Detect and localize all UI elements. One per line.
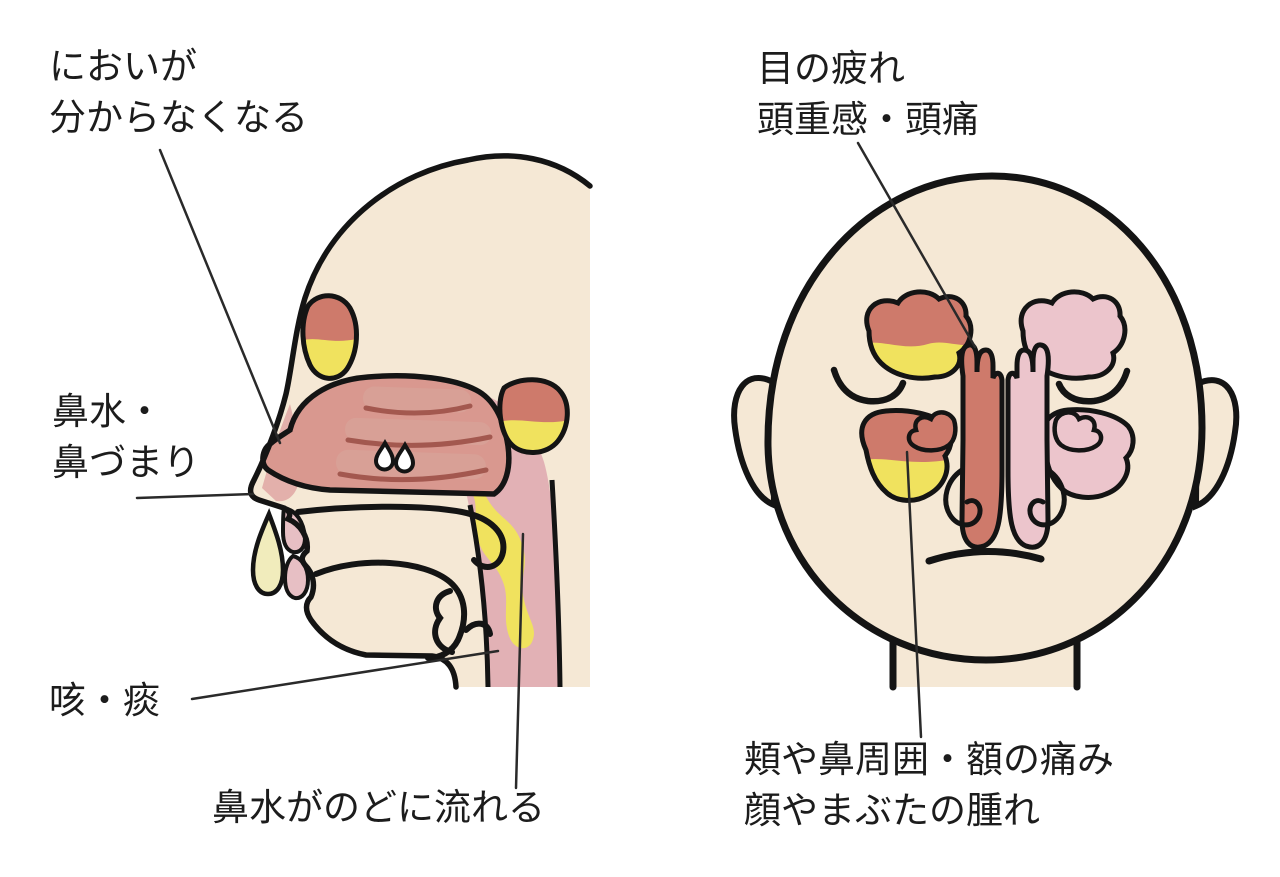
turbinates — [336, 386, 493, 483]
spiral-turbinate-left — [943, 467, 983, 528]
lips — [280, 505, 311, 601]
mouth — [925, 547, 1045, 565]
leader-lines — [135, 141, 977, 790]
leader-line-runny-nose — [135, 492, 255, 500]
palate-line — [295, 503, 507, 570]
leader-line-smell-loss — [158, 148, 282, 445]
turbinate-curl-right — [1052, 410, 1104, 453]
label-line: 鼻水がのどに流れる — [212, 787, 545, 828]
epiglottis-line — [432, 588, 455, 655]
label-line: 目の疲れ — [757, 48, 905, 89]
label-facial-pain-swelling: 頬や鼻周囲・額の痛み 顔やまぶたの腫れ — [744, 734, 1114, 836]
spiral-turbinate-right — [1027, 467, 1067, 528]
label-line: 頬や鼻周囲・額の痛み — [744, 739, 1114, 780]
left-eye — [830, 366, 907, 405]
label-cough-phlegm: 咳・痰 — [49, 675, 160, 726]
label-runny-nose: 鼻水・ 鼻づまり — [52, 386, 200, 488]
side-head-outline — [247, 153, 593, 690]
label-eye-fatigue-headache: 目の疲れ 頭重感・頭痛 — [757, 43, 979, 145]
leader-line-cough-phlegm — [190, 649, 500, 701]
left-ear — [731, 374, 778, 510]
front-head-figure — [731, 172, 1240, 691]
label-line: 咳・痰 — [49, 680, 160, 721]
turbinate-curl-left — [906, 410, 958, 453]
nose-drip-icon — [250, 508, 286, 597]
leader-line-postnasal-drip — [514, 532, 525, 790]
label-line: においが — [49, 46, 197, 87]
mucus-drop-icons — [373, 438, 416, 474]
label-line: 顔やまぶたの腫れ — [744, 790, 1040, 831]
side-head-figure — [247, 153, 593, 690]
nasal-column-left — [959, 342, 1005, 550]
label-line: 頭重感・頭痛 — [757, 99, 979, 140]
right-eye — [1055, 367, 1131, 405]
throat-back-line — [549, 479, 563, 688]
sphenoid-sinus-side — [497, 377, 570, 455]
leader-line-eye-fatigue — [856, 141, 977, 349]
leader-line-facial-pain — [905, 450, 923, 739]
nasal-column-right — [1005, 342, 1051, 550]
right-ear — [1192, 377, 1240, 511]
label-smell-loss: においが 分からなくなる — [49, 41, 308, 143]
label-line: 鼻づまり — [52, 442, 200, 483]
label-postnasal-drip: 鼻水がのどに流れる — [212, 782, 545, 833]
throat-front-line — [467, 504, 491, 688]
label-line: 鼻水・ — [52, 391, 163, 432]
epiglottis-curl — [463, 620, 493, 637]
label-line: 分からなくなる — [49, 97, 308, 138]
